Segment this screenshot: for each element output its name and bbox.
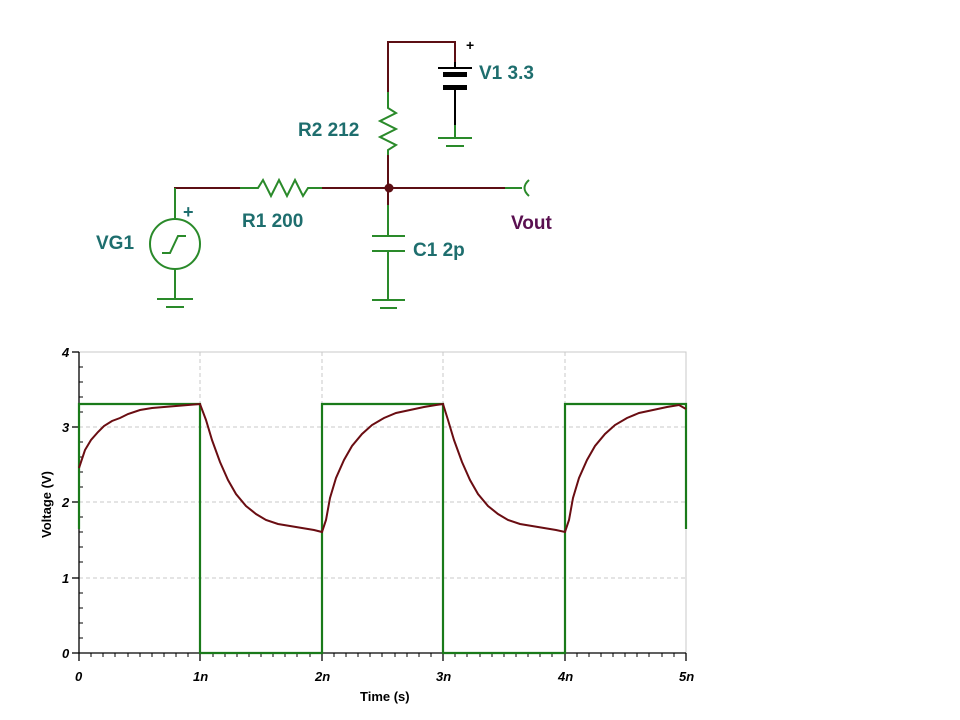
c1-label: C1 2p — [413, 240, 465, 261]
resistor-r1-icon — [240, 177, 322, 199]
y-tick-4: 4 — [61, 345, 70, 360]
y-tick-2: 2 — [61, 495, 70, 510]
output-terminal-icon — [505, 179, 530, 197]
x-tick-4n: 4n — [557, 669, 573, 684]
x-tick-5n: 5n — [679, 669, 694, 684]
y-tick-1: 1 — [62, 571, 69, 586]
x-tick-3n: 3n — [436, 669, 451, 684]
v1-plus-sign: + — [466, 37, 474, 53]
x-tick-0: 0 — [75, 669, 83, 684]
r1-label: R1 200 — [242, 211, 303, 232]
step-source-vg1-icon — [149, 188, 201, 308]
y-tick-3: 3 — [62, 420, 70, 435]
junction-node — [384, 183, 394, 193]
y-tick-0: 0 — [62, 646, 70, 661]
chart: 4 3 2 1 0 0 1n 2n 3n 4n 5n Time (s) Volt… — [39, 345, 694, 704]
vg1-plus-sign: + — [183, 202, 194, 222]
battery-v1-icon — [438, 62, 472, 147]
vg1-label: VG1 — [96, 233, 134, 254]
y-axis-label: Voltage (V) — [39, 471, 54, 538]
series-vout — [78, 402, 687, 534]
vout-label: Vout — [511, 213, 552, 234]
resistor-r2-icon — [377, 92, 399, 155]
schematic: + V1 3.3 R2 212 R1 200 + VG1 — [96, 37, 552, 309]
series-vg1-input — [77, 402, 688, 655]
capacitor-c1-icon — [372, 205, 405, 309]
x-tick-2n: 2n — [314, 669, 330, 684]
r2-label: R2 212 — [298, 120, 359, 141]
v1-label: V1 3.3 — [479, 63, 534, 84]
x-tick-1n: 1n — [193, 669, 208, 684]
x-axis-label: Time (s) — [360, 689, 410, 704]
